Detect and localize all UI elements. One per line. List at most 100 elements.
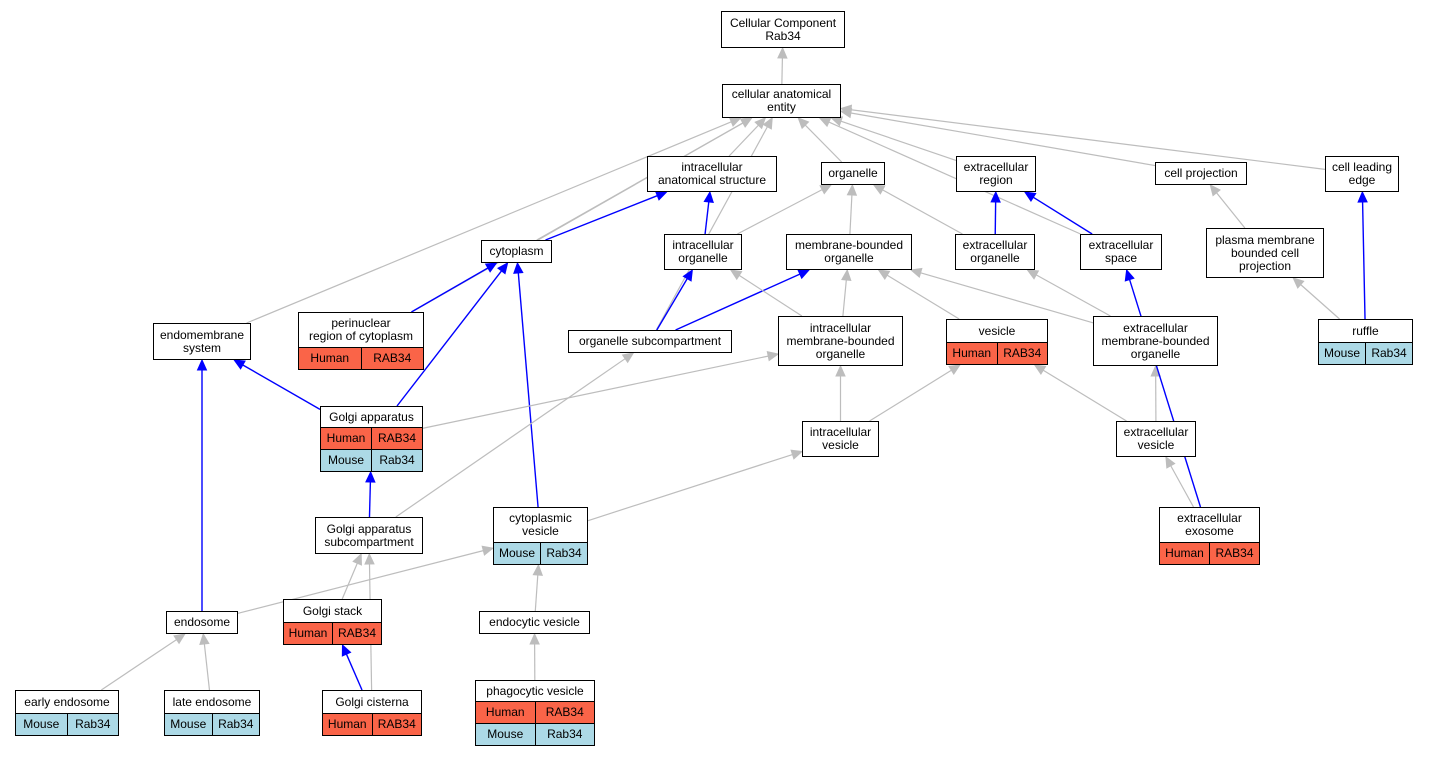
node-label: Golgi apparatus subcompartment [324, 521, 414, 549]
edge-is-a-line [886, 274, 960, 320]
node-plasma-membrane-bounded-cell-projection[interactable]: plasma membrane bounded cell projection [1206, 228, 1324, 278]
edge-arrowhead [364, 552, 375, 565]
node-golgi-apparatus-subcompartment[interactable]: Golgi apparatus subcompartment [315, 517, 423, 554]
edge-arrowhead [797, 269, 811, 280]
node-extracellular-membrane-bounded-organelle[interactable]: extracellular membrane-bounded organelle [1093, 316, 1218, 366]
node-cellular-anatomical-entity[interactable]: cellular anatomical entity [722, 84, 841, 118]
species-cell: Human [288, 626, 328, 640]
edge-arrowhead [341, 643, 352, 657]
edge-part-of-line [704, 201, 710, 235]
node-membrane-bounded-organelle[interactable]: membrane-bounded organelle [786, 234, 912, 270]
node-perinuclear-region-of-cytoplasm[interactable]: perinuclear region of cytoplasm Human RA… [298, 312, 424, 370]
node-extracellular-organelle[interactable]: extracellular organelle [955, 234, 1035, 270]
edge-arrowhead [233, 359, 246, 370]
edge-is-a-line [237, 550, 484, 614]
node-endocytic-vesicle[interactable]: endocytic vesicle [479, 611, 590, 634]
edge-arrowhead [481, 545, 495, 556]
species-cell: Human [485, 705, 525, 719]
node-golgi-cisterna[interactable]: Golgi cisterna Human RAB34 [322, 690, 422, 736]
node-label: endomembrane system [159, 327, 245, 355]
edge-arrowhead [790, 449, 804, 460]
annotation-row-human: Human RAB34 [284, 622, 381, 644]
node-golgi-stack[interactable]: Golgi stack Human RAB34 [283, 599, 382, 645]
node-organelle[interactable]: organelle [821, 162, 885, 185]
edge-arrowhead [839, 104, 853, 116]
edge-arrowhead [948, 364, 961, 376]
species-cell: Mouse [23, 717, 60, 731]
edge-is-a-line [850, 109, 1326, 170]
node-label: endocytic vesicle [489, 615, 580, 629]
annotation-row-mouse: Mouse Rab34 [16, 713, 118, 735]
edge-arrowhead [1033, 364, 1047, 375]
node-extracellular-region[interactable]: extracellular region [956, 156, 1036, 192]
node-extracellular-vesicle[interactable]: extracellular vesicle [1116, 421, 1196, 457]
node-label: extracellular space [1088, 238, 1154, 265]
node-cell-leading-edge[interactable]: cell leading edge [1325, 156, 1399, 192]
edge-arrowhead [990, 190, 1001, 203]
gene-cell: Rab34 [371, 450, 422, 471]
node-cellular-component-root[interactable]: Cellular Component Rab34 [721, 11, 845, 48]
node-label: organelle subcompartment [578, 334, 722, 348]
node-label: vesicle [978, 323, 1016, 338]
node-cytoplasmic-vesicle[interactable]: cytoplasmic vesicle Mouse Rab34 [493, 507, 588, 565]
node-label: Golgi stack [302, 603, 363, 618]
node-label: intracellular anatomical structure [657, 160, 767, 187]
edge-arrowhead [1124, 268, 1135, 282]
edge-part-of-line [345, 653, 363, 691]
edge-arrowhead [365, 470, 376, 483]
edge-is-a-line [869, 369, 952, 422]
edge-arrowhead [532, 563, 544, 576]
node-label: organelle [828, 166, 878, 180]
node-label: intracellular vesicle [809, 425, 872, 452]
species-cell: Mouse [498, 546, 536, 560]
edge-is-a-line [728, 124, 759, 157]
node-phagocytic-vesicle[interactable]: phagocytic vesicle Human RAB34 Mouse Rab… [475, 680, 595, 746]
edge-is-a-line [534, 574, 539, 612]
edge-is-a-line [1170, 465, 1195, 508]
edge-arrowhead [1165, 455, 1176, 469]
gene-cell: RAB34 [360, 348, 424, 369]
annotation-row-human: Human RAB34 [323, 713, 421, 735]
node-intracellular-membrane-bounded-organelle[interactable]: intracellular membrane-bounded organelle [778, 316, 903, 366]
node-golgi-apparatus[interactable]: Golgi apparatus Human RAB34 Mouse Rab34 [320, 406, 423, 472]
node-late-endosome[interactable]: late endosome Mouse Rab34 [164, 690, 260, 736]
node-label: Golgi apparatus [329, 409, 414, 424]
edge-part-of-line [675, 273, 801, 331]
node-intracellular-anatomical-structure[interactable]: intracellular anatomical structure [647, 156, 777, 192]
gene-cell: Rab34 [66, 714, 119, 735]
node-label: cellular anatomical entity [731, 87, 832, 114]
node-label: intracellular membrane-bounded organelle [786, 320, 895, 361]
annotation-row-mouse: Mouse Rab34 [494, 542, 587, 564]
node-ruffle[interactable]: ruffle Mouse Rab34 [1318, 319, 1413, 365]
node-extracellular-exosome[interactable]: extracellular exosome Human RAB34 [1159, 507, 1260, 565]
edge-is-a-line [395, 358, 626, 518]
node-intracellular-vesicle[interactable]: intracellular vesicle [802, 421, 879, 457]
species-cell: Mouse [327, 453, 365, 467]
node-endosome[interactable]: endosome [166, 611, 238, 634]
species-cell: Mouse [1323, 346, 1361, 360]
node-early-endosome[interactable]: early endosome Mouse Rab34 [15, 690, 119, 736]
edge-is-a-line [203, 643, 211, 691]
node-label: extracellular vesicle [1123, 425, 1189, 452]
node-cell-projection[interactable]: cell projection [1155, 162, 1247, 185]
gene-cell: RAB34 [534, 702, 595, 723]
node-vesicle[interactable]: vesicle Human RAB34 [946, 319, 1048, 365]
annotation-row-mouse: Mouse Rab34 [476, 723, 594, 745]
node-organelle-subcompartment[interactable]: organelle subcompartment [568, 330, 732, 353]
edge-arrowhead [1357, 190, 1368, 203]
node-intracellular-organelle[interactable]: intracellular organelle [664, 234, 742, 270]
node-endomembrane-system[interactable]: endomembrane system [153, 323, 251, 360]
node-cytoplasm[interactable]: cytoplasm [481, 240, 552, 263]
node-extracellular-space[interactable]: extracellular space [1080, 234, 1162, 270]
node-label: perinuclear region of cytoplasm [308, 316, 414, 343]
annotation-row-human: Human RAB34 [1160, 542, 1259, 564]
edge-arrowhead [513, 261, 524, 274]
edge-arrowhead [682, 268, 693, 282]
edge-arrowhead [766, 351, 780, 362]
gene-cell: Rab34 [540, 543, 587, 564]
gene-cell: RAB34 [996, 343, 1048, 364]
node-label: membrane-bounded organelle [794, 238, 904, 265]
edge-part-of-line [1361, 201, 1366, 320]
edge-arrowhead [497, 262, 509, 275]
